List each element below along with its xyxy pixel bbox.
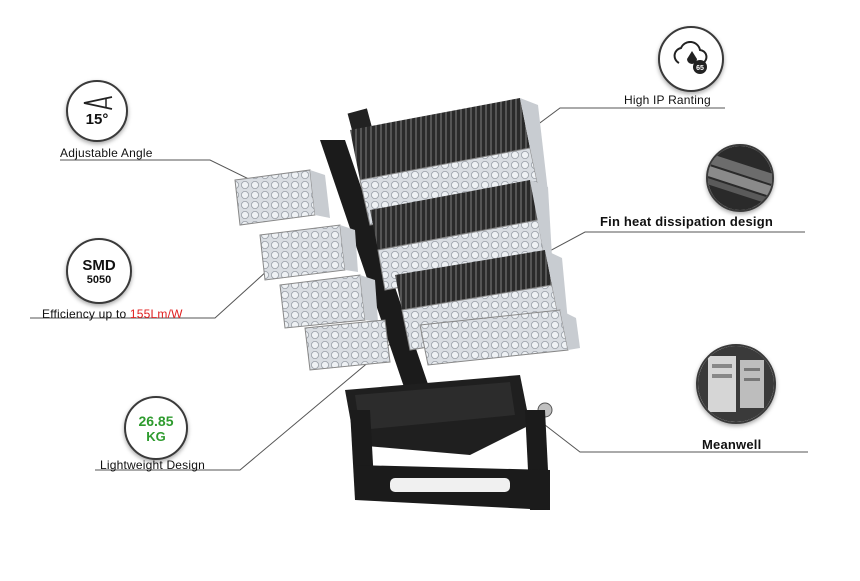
ip-rating-icon: 65 IP xyxy=(673,41,708,75)
efficiency-value: 155Lm/W xyxy=(129,307,183,321)
weight-unit: KG xyxy=(146,428,166,444)
driver-box xyxy=(345,375,553,455)
power-driver-icon xyxy=(698,346,774,422)
ip-rating-label: High IP Ranting xyxy=(624,93,711,107)
angle-value: 15° xyxy=(85,110,109,128)
smd-title: SMD xyxy=(82,256,116,274)
left-module-1 xyxy=(234,169,330,226)
efficiency-prefix: Efficiency up to xyxy=(42,307,130,321)
driver-badge xyxy=(696,344,776,424)
smd-badge: SMD 5050 xyxy=(66,238,132,304)
adjustable-angle-label: Adjustable Angle xyxy=(60,146,153,160)
ip-text: IP xyxy=(687,69,693,75)
meanwell-label: Meanwell xyxy=(702,437,762,452)
weight-value: 26.85 xyxy=(138,412,174,429)
lightweight-label: Lightweight Design xyxy=(100,458,205,472)
weight-badge: 26.85 KG xyxy=(124,396,188,460)
ip-rating-number: 65 xyxy=(696,65,704,72)
angle-icon xyxy=(83,95,113,110)
floodlight-fixture xyxy=(234,98,580,510)
ip-badge: 65 IP xyxy=(658,26,724,92)
fin-heat-label: Fin heat dissipation design xyxy=(600,214,773,229)
right-module-4 xyxy=(419,309,580,366)
angle-badge: 15° xyxy=(66,80,128,142)
left-module-3 xyxy=(279,274,378,329)
mounting-bracket xyxy=(350,410,550,510)
left-module-4 xyxy=(304,319,391,371)
efficiency-label: Efficiency up to 155Lm/W xyxy=(42,307,183,321)
heat-fin-icon xyxy=(708,146,772,210)
fin-badge xyxy=(706,144,774,212)
left-module-2 xyxy=(259,224,358,281)
smd-model: 5050 xyxy=(86,273,112,286)
